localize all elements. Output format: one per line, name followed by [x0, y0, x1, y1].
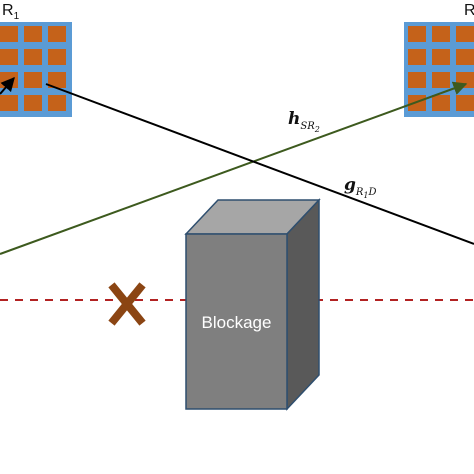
label-g-r1d-subscript: R [355, 187, 364, 198]
blockage-label: Blockage [202, 313, 272, 332]
ris-right-element [456, 49, 474, 65]
link-h-sr2 [0, 81, 468, 255]
blockage-box: Blockage [184, 198, 321, 411]
label-g-r1d-symbol: g [344, 175, 356, 195]
blockage-side-face [286, 198, 320, 411]
ris-left-element [48, 95, 66, 111]
label-h-sr2-subsubscript: 2 [314, 125, 320, 134]
ris-right-element [408, 49, 426, 65]
label-h-sr2-subscript: SR [300, 121, 315, 132]
ris-left-element [24, 49, 42, 65]
ris-label-left: R1 [2, 2, 20, 22]
ris-left-element [48, 26, 66, 42]
label-g-r1d-subsubscript: 1 [363, 191, 368, 200]
ris-label-right: R [464, 2, 474, 19]
link-g-r1d [45, 83, 474, 245]
ris-left-element [0, 26, 18, 42]
label-g-r1d: gR1D [344, 175, 377, 200]
label-h-sr2-symbol: h [288, 109, 300, 129]
ris-right-element [408, 95, 426, 111]
ris-right-element [408, 26, 426, 42]
ris-right-element [432, 49, 450, 65]
ris-right-element [432, 26, 450, 42]
ris-right-element [432, 95, 450, 111]
ris-left-element [24, 26, 42, 42]
ris-left-element [0, 72, 18, 88]
cross-icon [108, 282, 146, 326]
ris-panel-left [0, 22, 72, 117]
ris-left-element [0, 95, 18, 111]
ris-left-element [0, 49, 18, 65]
ris-right-element [456, 26, 474, 42]
ris-right-element [408, 72, 426, 88]
ris-left-name: R [2, 2, 14, 19]
ris-right-name: R [464, 2, 474, 19]
label-h-sr2: hSR2 [288, 109, 320, 134]
blockage-front-face [185, 233, 288, 410]
label-g-r1d-subtail: D [368, 187, 377, 198]
ris-left-element [48, 49, 66, 65]
ris-left-element [48, 72, 66, 88]
ris-right-element [456, 95, 474, 111]
ris-left-element [24, 72, 42, 88]
ris-right-element [432, 72, 450, 88]
ris-left-element [24, 95, 42, 111]
ris-left-subscript: 1 [14, 11, 20, 22]
ris-left-arrow [0, 76, 15, 95]
